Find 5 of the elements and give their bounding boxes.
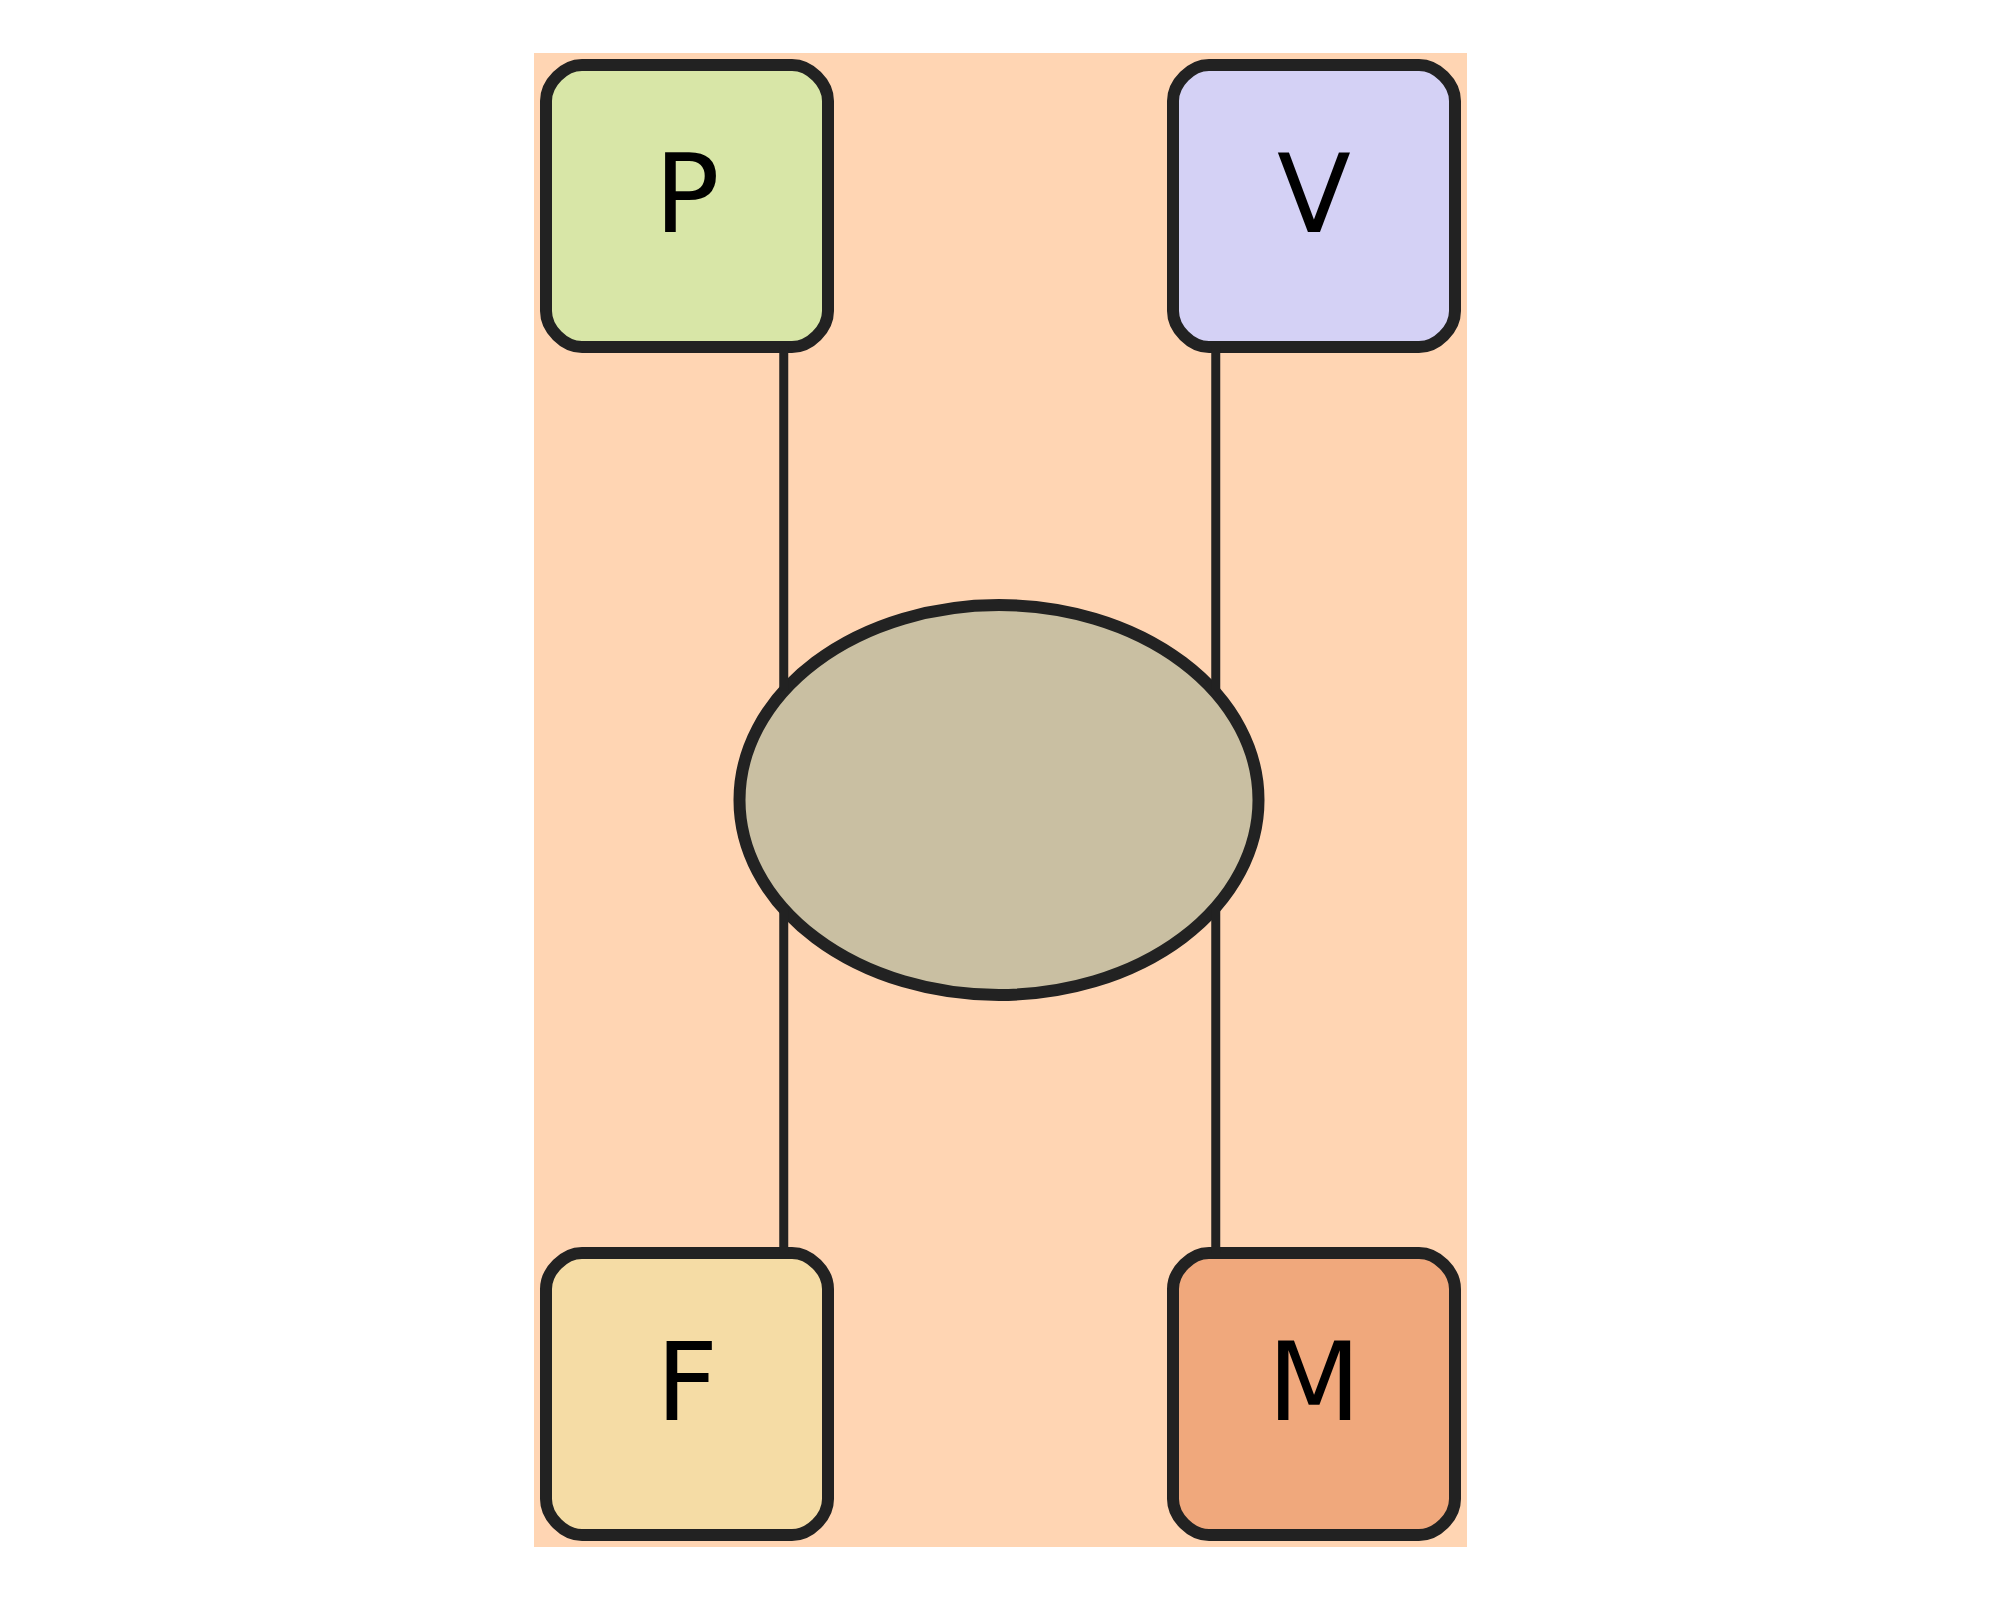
node-box: M [1166, 1247, 1461, 1541]
node-picture [733, 599, 1264, 1001]
node-box: V [1166, 59, 1461, 353]
node-box: P [539, 59, 834, 353]
node-box: F [539, 1247, 834, 1541]
